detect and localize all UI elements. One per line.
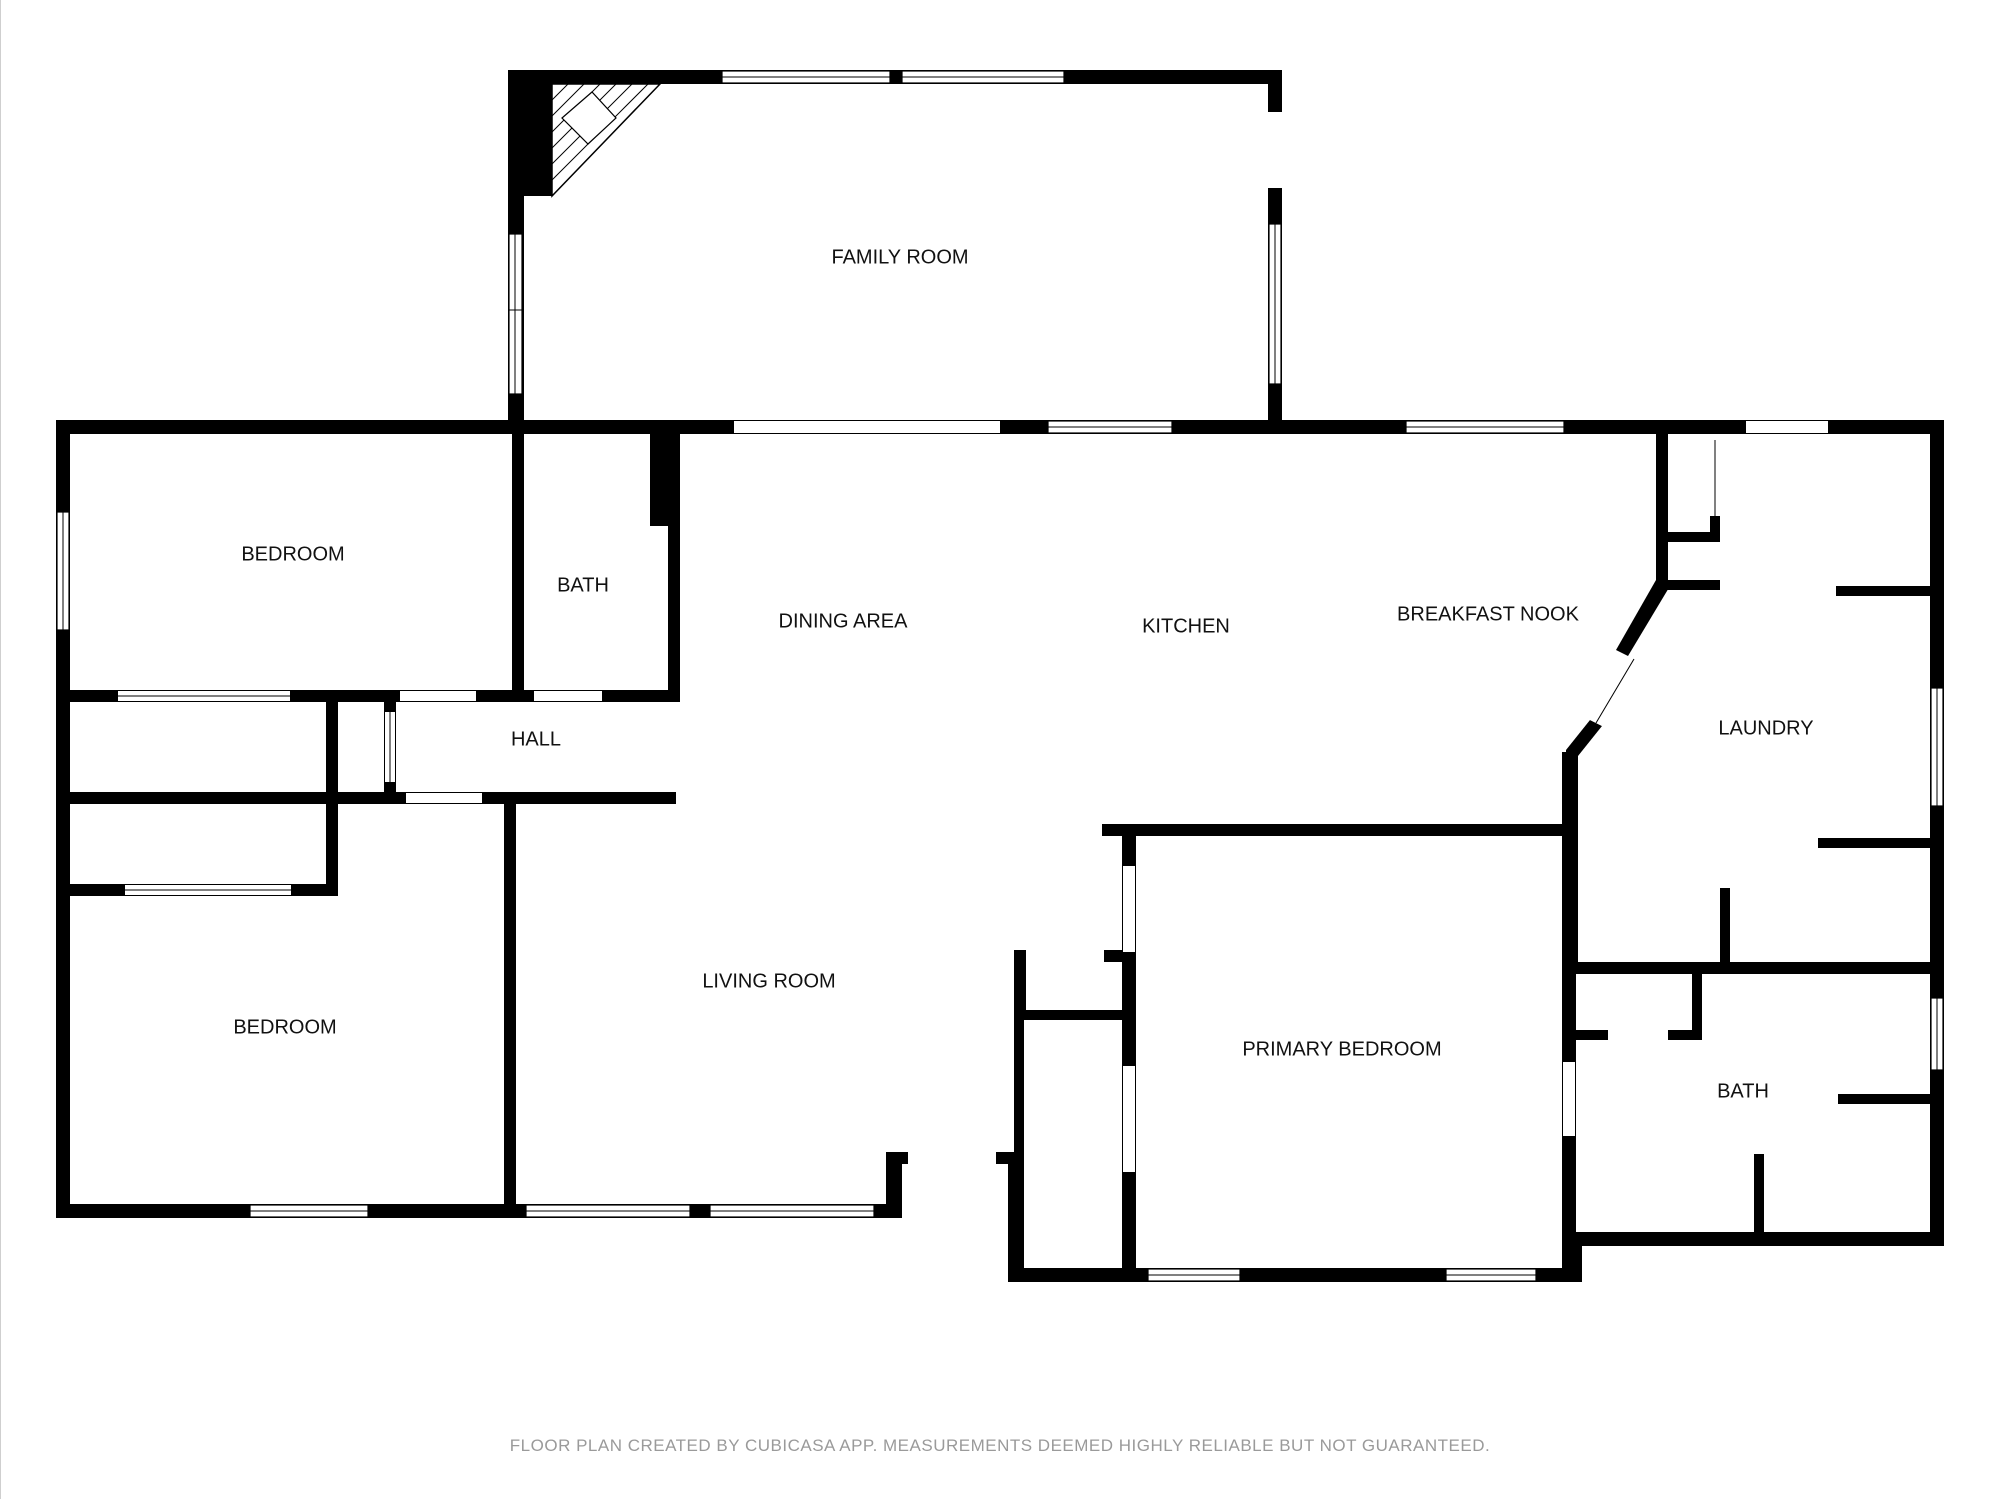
room-label-dining-area: DINING AREA xyxy=(779,610,909,632)
family-room-walls xyxy=(508,70,1282,420)
hall-door-2 xyxy=(406,793,482,803)
window-living-bottom-2 xyxy=(709,1204,875,1218)
window-laundry-right xyxy=(1930,687,1944,807)
left-interior-walls xyxy=(56,420,680,1212)
closet-door-hall xyxy=(385,712,395,782)
hall-door-1 xyxy=(400,691,476,701)
primary-bath-door xyxy=(1563,1062,1575,1136)
room-label-bedroom-top: BEDROOM xyxy=(241,543,344,565)
room-label-laundry: LAUNDRY xyxy=(1718,717,1813,739)
room-label-family-room: FAMILY ROOM xyxy=(831,246,968,268)
window-living-bottom-1 xyxy=(525,1204,691,1218)
window-bedroom-bottom xyxy=(249,1204,369,1218)
room-label-bath-top: BATH xyxy=(557,574,609,596)
closet-door-nook xyxy=(1711,440,1719,516)
right-interior-walls xyxy=(1566,434,1944,1238)
entry-opening xyxy=(908,1153,996,1163)
room-label-primary-bedroom: PRIMARY BEDROOM xyxy=(1242,1038,1441,1060)
window-family-right xyxy=(1268,223,1282,385)
primary-closet-door xyxy=(1123,1066,1135,1172)
window-bath-right xyxy=(1930,997,1944,1071)
window-family-top-1 xyxy=(721,70,891,84)
opening-laundry-top xyxy=(1746,421,1828,433)
room-label-living-room: LIVING ROOM xyxy=(702,970,835,992)
bath-door xyxy=(534,691,602,701)
primary-door-1 xyxy=(1123,866,1135,952)
center-interior-walls xyxy=(1014,752,1576,1282)
window-primary-bottom-1 xyxy=(1147,1268,1241,1282)
fireplace-icon xyxy=(551,83,662,198)
window-family-left xyxy=(508,233,523,395)
room-label-bath-right: BATH xyxy=(1717,1080,1769,1102)
window-family-top-2 xyxy=(901,70,1065,84)
laundry-door-diagonal xyxy=(1590,656,1640,726)
room-label-breakfast-nook: BREAKFAST NOOK xyxy=(1397,603,1580,625)
window-bedroom-left xyxy=(56,511,70,631)
opening-family-right xyxy=(1268,112,1282,188)
window-nook-top xyxy=(1405,420,1565,434)
window-kitchen-top xyxy=(1047,420,1173,434)
room-label-bedroom-bottom: BEDROOM xyxy=(233,1016,336,1038)
window-primary-bottom-2 xyxy=(1445,1268,1537,1282)
disclaimer-note: FLOOR PLAN CREATED BY CUBICASA APP. MEAS… xyxy=(509,1436,1491,1455)
room-label-hall: HALL xyxy=(511,728,561,750)
room-label-kitchen: KITCHEN xyxy=(1142,615,1230,637)
opening-dining-family xyxy=(734,421,1000,433)
